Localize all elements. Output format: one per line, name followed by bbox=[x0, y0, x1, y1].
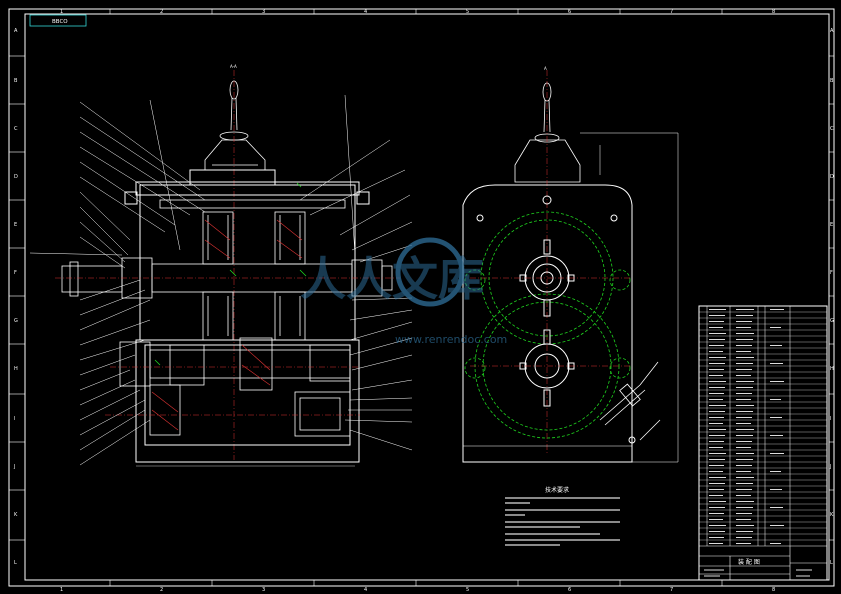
watermark-subtext: www.renrendoc.com bbox=[395, 333, 507, 346]
side-view: A bbox=[462, 66, 679, 463]
section-marker-top: A-A bbox=[230, 64, 237, 69]
row-letter: D bbox=[14, 174, 18, 180]
border-row-letters: A B C D E F G H I J K L A B C D E F G H … bbox=[13, 28, 834, 566]
watermark-text: 人人文库 bbox=[300, 252, 484, 306]
col-num: 8 bbox=[772, 9, 775, 15]
row-letter: C bbox=[14, 126, 18, 132]
row-letter: F bbox=[830, 270, 833, 276]
col-num: 3 bbox=[262, 587, 265, 593]
border-column-numbers: 1 2 3 4 5 6 7 8 1 2 3 4 5 6 7 8 bbox=[60, 9, 775, 593]
parts-list-rows bbox=[699, 311, 827, 541]
row-letter: F bbox=[14, 270, 17, 276]
row-letter: L bbox=[830, 560, 833, 566]
col-num: 2 bbox=[160, 9, 163, 15]
shift-lever bbox=[204, 80, 266, 171]
row-letter: L bbox=[14, 560, 17, 566]
lower-shaft bbox=[119, 337, 351, 437]
row-letter: I bbox=[830, 416, 831, 422]
tech-req-title: 技术要求 bbox=[545, 486, 569, 494]
col-num: 3 bbox=[262, 9, 265, 15]
col-num: 5 bbox=[466, 9, 469, 15]
section-hatching bbox=[151, 219, 303, 431]
border-tick-marks bbox=[9, 9, 834, 586]
col-num: 1 bbox=[60, 587, 63, 593]
row-letter: K bbox=[830, 512, 834, 518]
gear-pitch-circles bbox=[464, 211, 631, 439]
row-letter: H bbox=[14, 366, 18, 372]
front-section-view: A-A bbox=[29, 64, 413, 467]
technical-requirements: 技术要求 bbox=[505, 486, 620, 546]
row-letter: G bbox=[830, 318, 834, 324]
col-num: 8 bbox=[772, 587, 775, 593]
row-letter: H bbox=[830, 366, 834, 372]
housing bbox=[124, 169, 370, 463]
row-letter: E bbox=[14, 222, 17, 228]
row-letter: J bbox=[829, 464, 831, 470]
col-num: 7 bbox=[670, 9, 673, 15]
row-letter: B bbox=[830, 78, 834, 84]
col-num: 4 bbox=[364, 9, 367, 15]
row-letter: A bbox=[14, 28, 18, 34]
parts-list-text-marks bbox=[709, 309, 784, 544]
shaft-bosses bbox=[476, 195, 636, 444]
row-letter: I bbox=[14, 416, 15, 422]
col-num: 6 bbox=[568, 587, 571, 593]
leader-lines-left bbox=[79, 101, 206, 466]
side-housing bbox=[462, 184, 633, 463]
side-view-marker: A bbox=[544, 66, 547, 71]
col-num: 5 bbox=[466, 587, 469, 593]
col-num: 6 bbox=[568, 9, 571, 15]
row-letter: K bbox=[14, 512, 18, 518]
row-letter: J bbox=[13, 464, 15, 470]
tech-req-lines bbox=[505, 497, 620, 546]
col-num: 1 bbox=[60, 9, 63, 15]
col-num: 4 bbox=[364, 587, 367, 593]
title-block-text-marks bbox=[704, 569, 812, 577]
row-letter: D bbox=[830, 174, 834, 180]
row-letter: C bbox=[830, 126, 834, 132]
drawing-number-tag: BBCO bbox=[29, 14, 87, 27]
sheet-border bbox=[8, 8, 835, 587]
col-num: 7 bbox=[670, 587, 673, 593]
drawing-number-tag-text: BBCO bbox=[52, 19, 68, 25]
row-letter: B bbox=[14, 78, 18, 84]
title-block bbox=[699, 545, 827, 580]
row-letter: G bbox=[14, 318, 18, 324]
row-letter: A bbox=[830, 28, 834, 34]
oil-dipstick bbox=[599, 361, 661, 441]
parts-list-cols bbox=[706, 306, 791, 546]
row-letter: E bbox=[830, 222, 833, 228]
leader-lines-right bbox=[29, 94, 413, 451]
side-shift-lever bbox=[514, 82, 581, 183]
col-num: 2 bbox=[160, 587, 163, 593]
upper-gears bbox=[159, 199, 346, 341]
parts-list: 装 配 图 bbox=[698, 305, 828, 581]
title-block-title: 装 配 图 bbox=[738, 558, 760, 566]
green-accents bbox=[154, 182, 307, 366]
watermark: 人人文库 www.renrendoc.com bbox=[300, 237, 507, 346]
